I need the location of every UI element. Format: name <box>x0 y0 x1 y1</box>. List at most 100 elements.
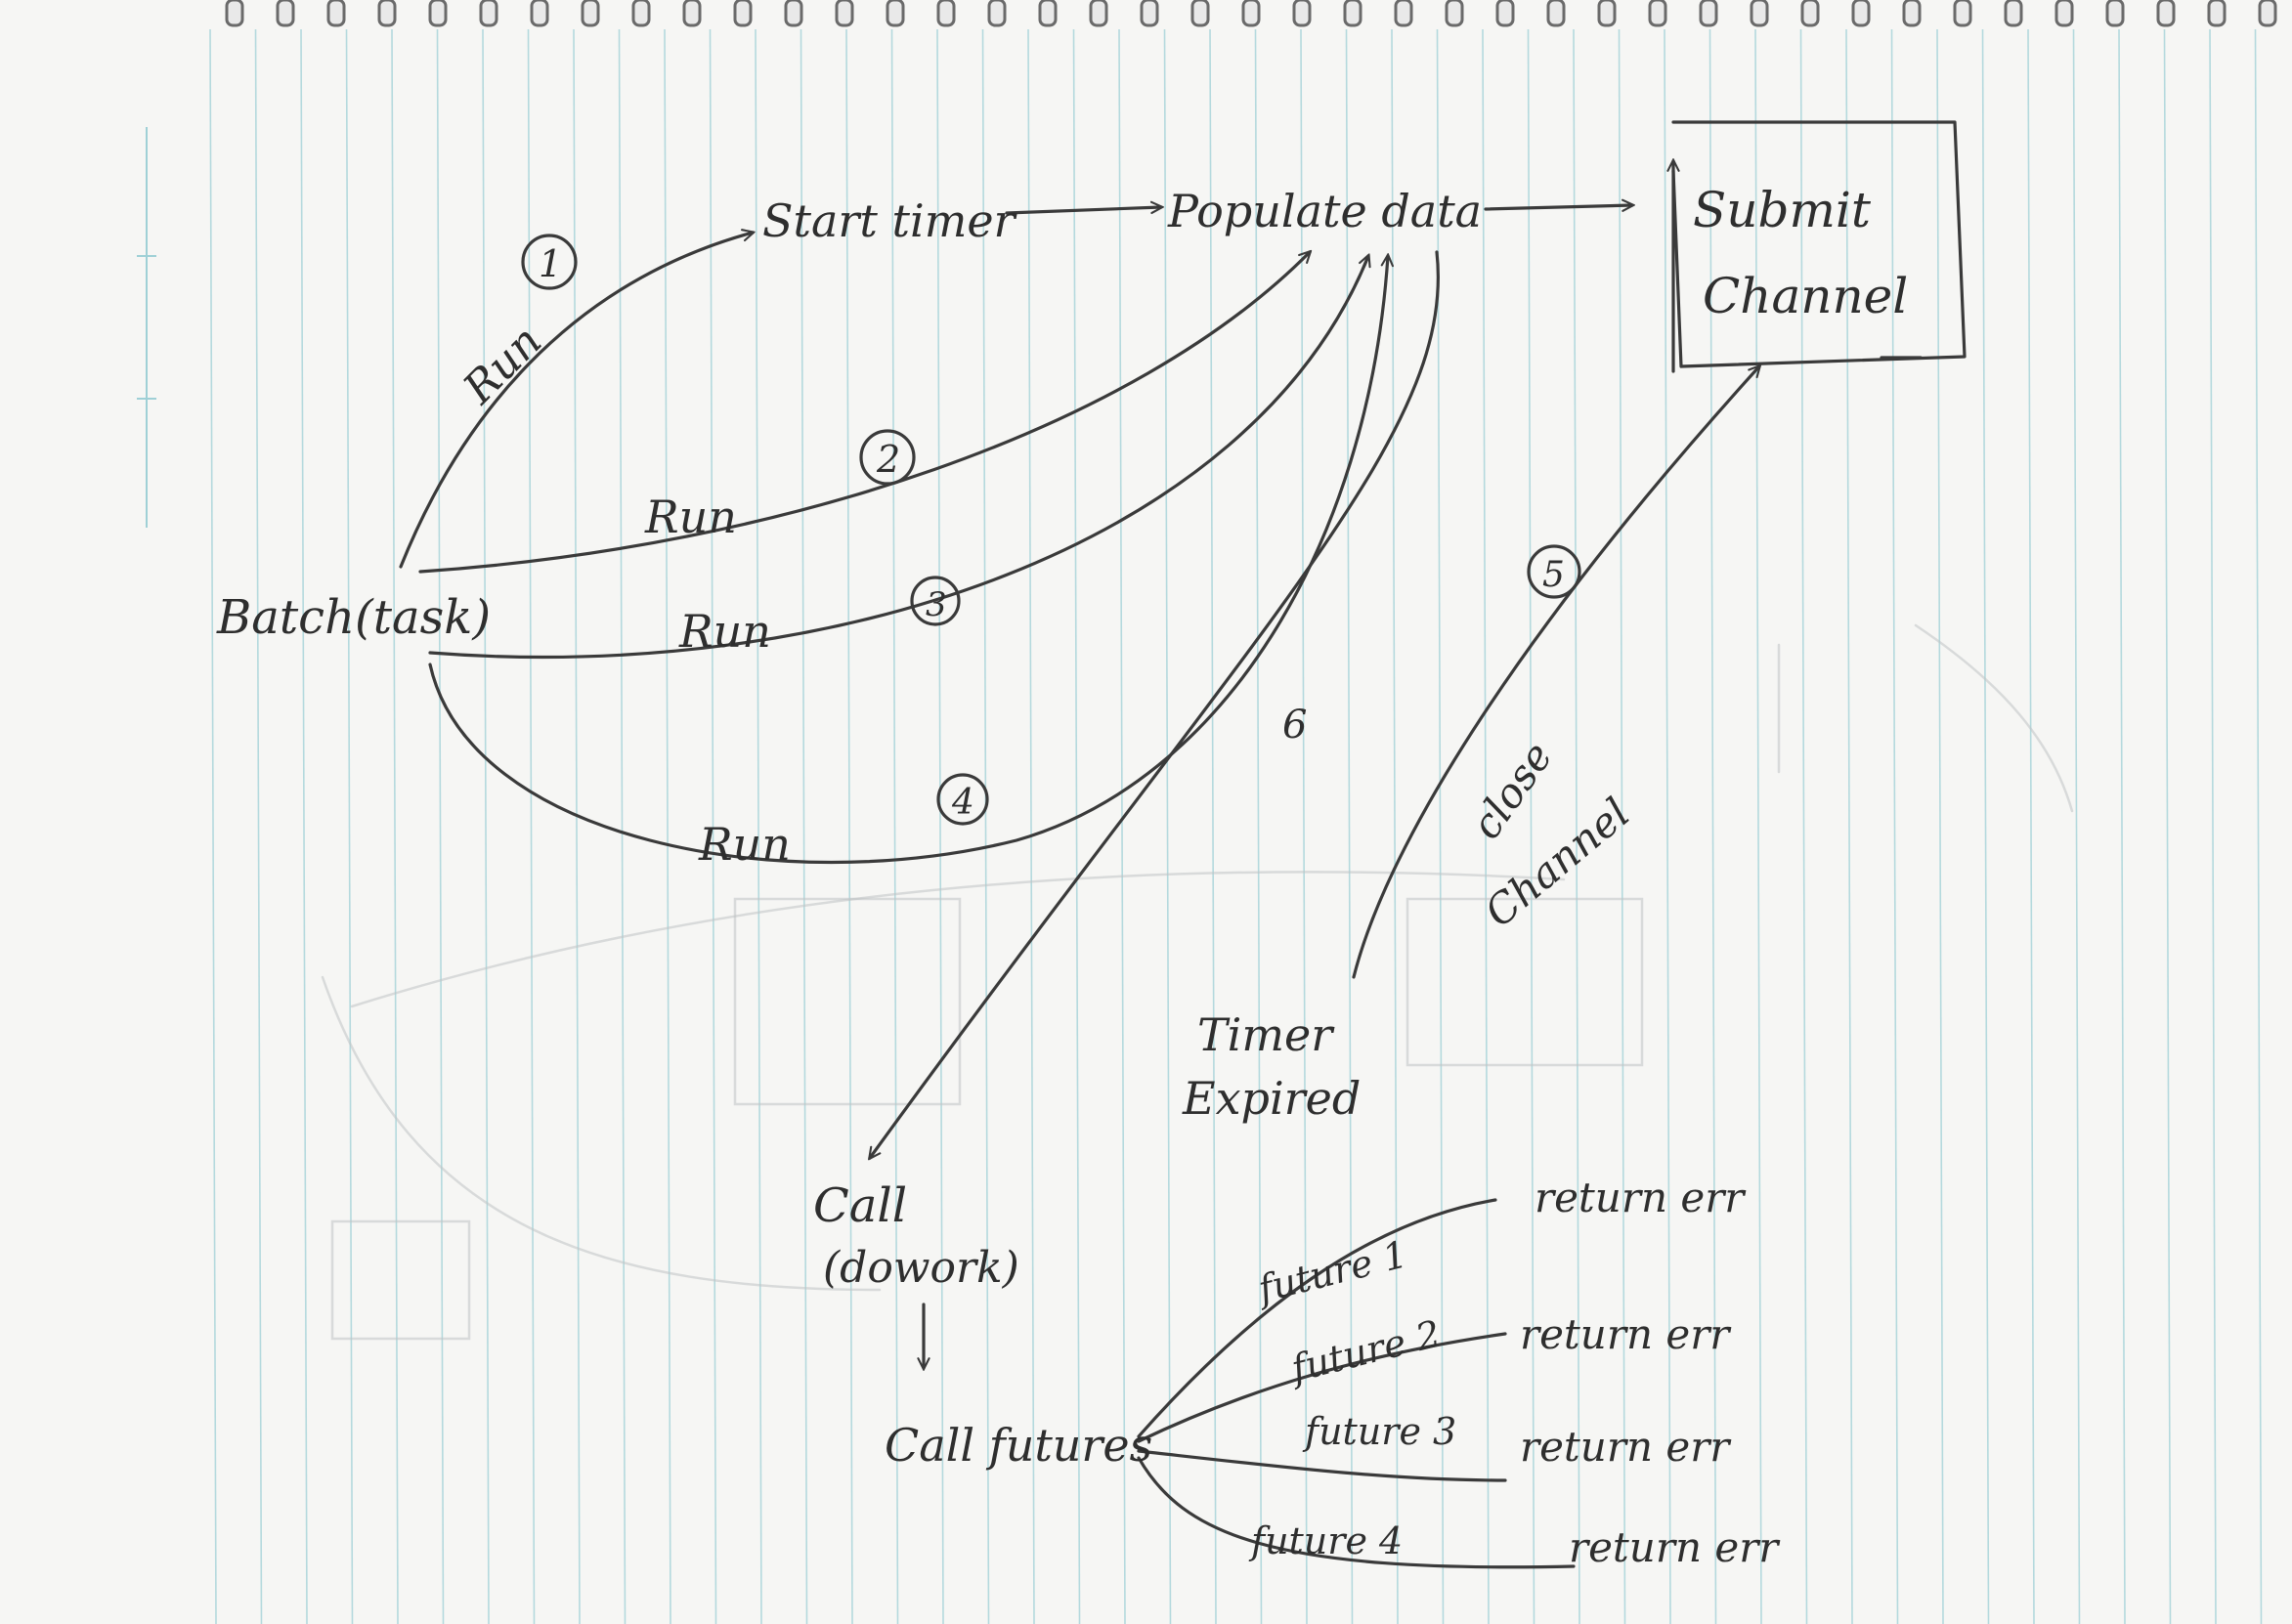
step-label-3: 3 <box>926 585 947 624</box>
ruled-line <box>981 28 990 1624</box>
edge-label-run-3: Run <box>678 605 771 658</box>
spiral-ring <box>1038 0 1058 27</box>
ruled-line <box>1754 28 1762 1624</box>
spiral-ring <box>1495 0 1515 27</box>
ruled-line <box>300 28 308 1624</box>
future-label-2: future 2 <box>1284 1312 1445 1391</box>
ruled-lines <box>209 28 2263 1624</box>
future-result-4: return err <box>1569 1523 1781 1571</box>
ruled-line <box>1936 28 1944 1624</box>
node-batch-task: Batch(task) <box>216 590 491 645</box>
spiral-ring <box>682 0 702 27</box>
step-label-2: 2 <box>876 438 900 481</box>
spiral-ring <box>1546 0 1566 27</box>
ruled-line <box>1527 28 1535 1624</box>
spiral-ring <box>479 0 498 27</box>
edge-run-4 <box>428 256 1388 865</box>
future-result-3: return err <box>1520 1423 1732 1471</box>
ruled-line <box>391 28 399 1624</box>
ruled-line <box>2163 28 2172 1624</box>
ghost-show-through <box>321 623 2074 1341</box>
edge-future-1 <box>1137 1198 1497 1438</box>
future-label-1: future 1 <box>1251 1232 1411 1311</box>
ruled-line <box>2209 28 2217 1624</box>
ruled-line <box>2027 28 2035 1624</box>
node-submit-channel-line2: Channel <box>1703 268 1908 324</box>
spiral-ring <box>1140 0 1159 27</box>
spiral-ring <box>1343 0 1362 27</box>
spiral-ring <box>581 0 600 27</box>
ruled-line <box>1163 28 1172 1624</box>
spiral-ring <box>1445 0 1464 27</box>
ruled-line <box>1118 28 1126 1624</box>
edges <box>399 205 1759 1569</box>
spiral-ring <box>2258 0 2277 27</box>
ruled-line <box>1708 28 1717 1624</box>
edge-label-run-1: Run <box>454 317 551 414</box>
edge-future-2 <box>1137 1332 1507 1443</box>
ruled-line <box>2118 28 2126 1624</box>
ruled-line <box>1209 28 1217 1624</box>
ruled-line <box>1482 28 1490 1624</box>
spiral-ring <box>936 0 956 27</box>
spiral-ring <box>2105 0 2125 27</box>
ruled-line <box>709 28 717 1624</box>
ruled-line <box>345 28 354 1624</box>
node-timer-expired-line1: Timer <box>1197 1008 1335 1061</box>
node-timer-expired-line2: Expired <box>1182 1072 1361 1125</box>
spiral-ring <box>733 0 753 27</box>
ruled-line <box>936 28 944 1624</box>
spiral-ring <box>377 0 397 27</box>
ruled-line <box>1664 28 1671 1624</box>
spiral-ring <box>784 0 803 27</box>
spiral-ring <box>1292 0 1312 27</box>
spiral-ring <box>631 0 651 27</box>
spiral-ring <box>1597 0 1617 27</box>
step-circle-2 <box>859 429 916 486</box>
ruled-line <box>573 28 581 1624</box>
ruled-line <box>1391 28 1399 1624</box>
edge-label-close-channel-line1: close <box>1461 733 1561 847</box>
spiral-ring <box>835 0 854 27</box>
spiral-ring <box>1190 0 1210 27</box>
spiral-ring <box>1750 0 1769 27</box>
spiral-ring <box>326 0 346 27</box>
spiral-ring <box>1089 0 1108 27</box>
step-circle-3 <box>910 576 961 626</box>
spiral-ring <box>886 0 905 27</box>
spiral-ring <box>530 0 549 27</box>
spiral-ring <box>1241 0 1261 27</box>
ruled-line <box>254 28 263 1624</box>
future-label-4: future 4 <box>1248 1519 1403 1562</box>
spiral-ring <box>1902 0 1922 27</box>
spiral-ring <box>276 0 295 27</box>
ruled-line <box>845 28 853 1624</box>
node-call-line1: Call <box>813 1178 907 1233</box>
labels: Start timer Populate data Submit Channel… <box>216 182 1908 1571</box>
future-label-3: future 3 <box>1302 1410 1456 1453</box>
node-call-line2: (dowork) <box>823 1243 1019 1293</box>
step-label-5: 5 <box>1542 555 1565 595</box>
ruled-line <box>618 28 627 1624</box>
edge-6-populate-to-call <box>870 250 1440 1158</box>
ruled-line <box>527 28 536 1624</box>
ruled-line <box>209 28 217 1624</box>
step-circle-5 <box>1527 544 1581 599</box>
spiral-ring <box>2054 0 2074 27</box>
spiral-binding <box>225 0 2277 27</box>
step-circle-1 <box>521 234 578 290</box>
edge-start-timer-to-populate-data <box>1005 207 1161 215</box>
ruled-line <box>2072 28 2081 1624</box>
edge-run-2 <box>418 252 1310 574</box>
node-start-timer: Start timer <box>762 194 1018 247</box>
ruled-line <box>1254 28 1263 1624</box>
node-call-futures: Call futures <box>885 1419 1152 1472</box>
ruled-line <box>890 28 899 1624</box>
ruled-line <box>755 28 762 1624</box>
edge-label-run-4: Run <box>698 818 791 871</box>
edge-run-3 <box>428 256 1368 660</box>
ruled-line <box>1027 28 1035 1624</box>
ruled-line <box>1300 28 1308 1624</box>
